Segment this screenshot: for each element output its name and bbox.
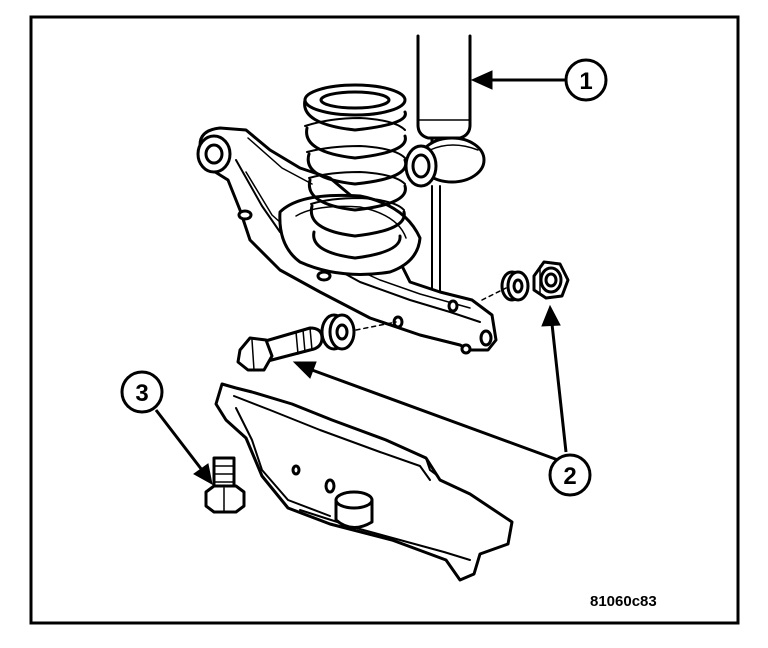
mounting-bolt — [204, 456, 246, 514]
underbody-bracket — [214, 382, 514, 582]
callout-1: 1 — [564, 58, 608, 102]
leader-2b — [311, 368, 559, 462]
leader-arrows — [154, 70, 568, 485]
callout-2: 2 — [548, 453, 592, 497]
arrowhead-2b — [292, 361, 317, 379]
front-washer — [320, 313, 356, 351]
callout-3: 3 — [120, 370, 164, 414]
nut — [532, 260, 570, 300]
callout-circle — [564, 58, 608, 102]
shock-absorber — [404, 34, 486, 293]
lower-control-arm — [196, 126, 498, 355]
arrowhead-1 — [470, 70, 493, 90]
suspension-drawing — [196, 34, 570, 582]
callout-circle — [120, 370, 164, 414]
arrowhead-2a — [541, 304, 561, 327]
leader-3 — [154, 409, 204, 471]
callout-number: 3 — [135, 380, 148, 407]
figure-code: 81060c83 — [590, 593, 657, 610]
rear-washer — [500, 270, 530, 302]
callout-circle — [548, 453, 592, 497]
pivot-bolt — [236, 326, 324, 372]
leader-2a — [550, 323, 568, 453]
arrowhead-3 — [193, 463, 213, 485]
callout-number: 1 — [579, 68, 592, 95]
callout-number: 2 — [563, 463, 576, 490]
coil-spring — [303, 83, 408, 260]
